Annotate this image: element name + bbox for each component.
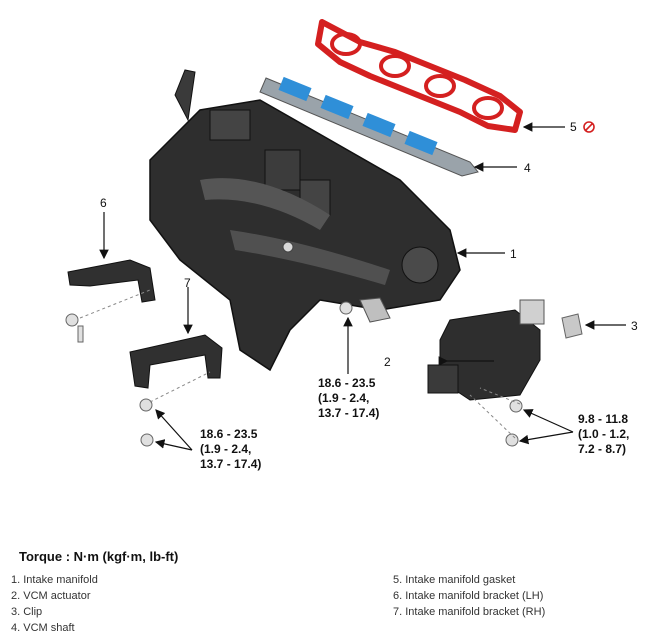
legend-right: 5. Intake manifold gasket 6. Intake mani…	[393, 572, 545, 620]
clip	[561, 313, 583, 339]
legend-item: 1. Intake manifold	[11, 574, 98, 586]
callout-1: 1	[510, 247, 517, 261]
legend-item: 6. Intake manifold bracket (LH)	[393, 590, 544, 602]
legend-item: 4. VCM shaft	[11, 622, 75, 634]
callout-7: 7	[184, 276, 191, 290]
torque-spec-center: 18.6 - 23.5 (1.9 - 2.4, 13.7 - 17.4)	[318, 376, 380, 420]
leader-arrows	[99, 122, 626, 451]
callout-3: 3	[631, 319, 638, 333]
legend-left: 1. Intake manifold 2. VCM actuator 3. Cl…	[11, 572, 98, 636]
torque-title: Torque : N·m (kgf·m, lb-ft)	[19, 549, 179, 564]
callout-5: 5	[570, 120, 577, 134]
bolt-icon	[505, 399, 523, 447]
callout-2: 2	[384, 355, 391, 369]
legend-item: 7. Intake manifold bracket (RH)	[393, 606, 546, 618]
exploded-diagram	[65, 19, 626, 451]
no-reuse-icon	[583, 121, 595, 133]
assembly-guide-lines	[79, 289, 521, 439]
legend-item: 2. VCM actuator	[11, 590, 91, 602]
intake-manifold-bracket-rh	[129, 334, 223, 389]
legend-item: 3. Clip	[11, 606, 43, 618]
intake-manifold	[149, 69, 461, 372]
torque-spec-lower-left: 18.6 - 23.5 (1.9 - 2.4, 13.7 - 17.4)	[200, 427, 262, 471]
intake-manifold-bracket-lh	[67, 259, 156, 303]
legend-item: 5. Intake manifold gasket	[393, 574, 516, 586]
intake-manifold-gasket	[315, 19, 523, 133]
bolt-icon	[139, 398, 154, 447]
callout-4: 4	[524, 161, 531, 175]
bolt-icon	[339, 301, 353, 315]
torque-spec-right: 9.8 - 11.8 (1.0 - 1.2, 7.2 - 8.7)	[578, 412, 630, 456]
vcm-shaft	[259, 76, 479, 177]
vcm-actuator	[427, 299, 545, 401]
callout-6: 6	[100, 196, 107, 210]
bolt-icon	[65, 313, 84, 343]
